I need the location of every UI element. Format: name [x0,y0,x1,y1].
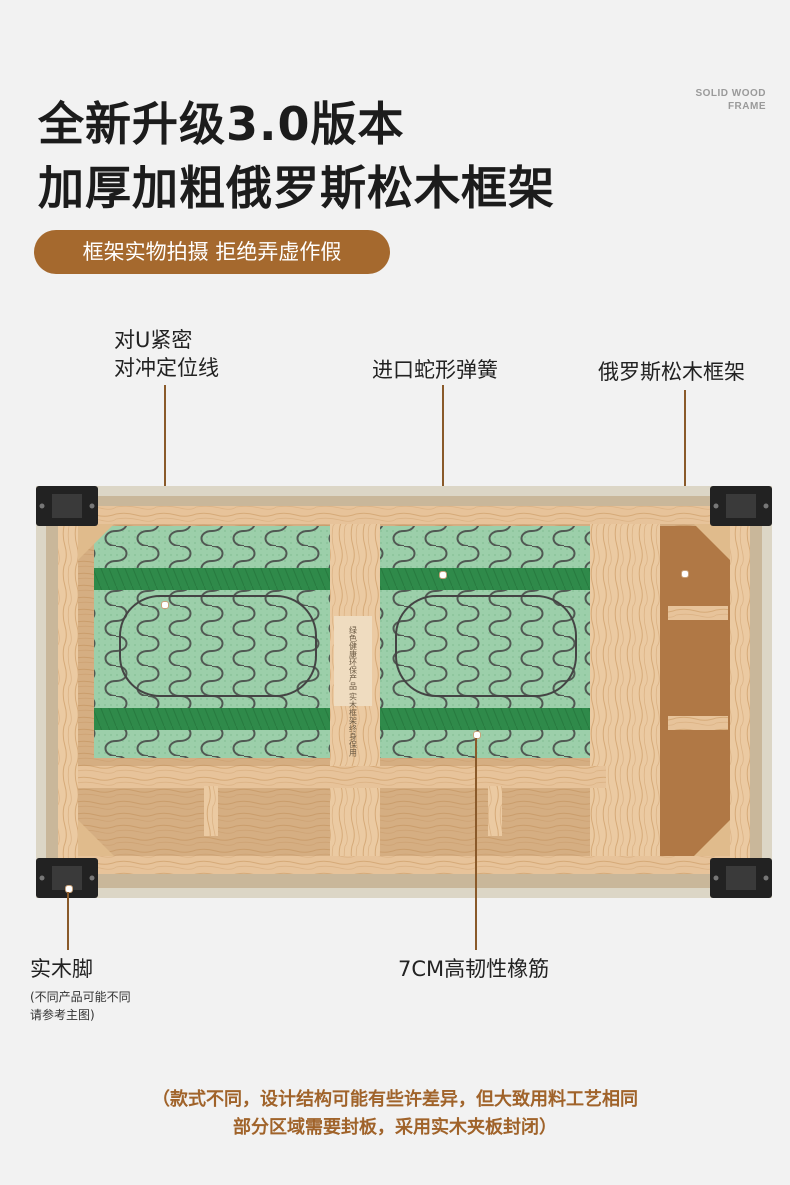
corner-foot-top-right [710,486,772,526]
callout-u-binding: 对U紧密 对冲定位线 [114,326,219,382]
callout-spring: 进口蛇形弹簧 [372,358,498,382]
corner-foot-top-left [36,486,98,526]
callout-pine-frame: 俄罗斯松木框架 [598,360,745,384]
callout-rubber-band: 7CM高韧性橡筋 [398,957,550,981]
leader-line-pine-frame [684,390,686,572]
leader-line-rubber-band [475,738,477,950]
leader-line-spring [442,385,444,573]
callout-dot-pine-frame [681,570,689,578]
callout-dot-wood-feet [65,885,73,893]
callout-dot-u-binding [161,601,169,609]
headline-line-1: 全新升级3.0版本 [38,97,405,151]
footnote-line-2: 部分区域需要封板，采用实木夹板封闭） [233,1117,557,1138]
english-tag: SOLID WOOD FRAME [695,87,766,113]
callout-u-binding-line-1: 对U紧密 [114,328,193,352]
callout-wood-feet-note: (不同产品可能不同 请参考主图) [30,988,131,1024]
corner-foot-bottom-right [710,858,772,898]
footnote-line-1: （款式不同，设计结构可能有些许差异，但大致用料工艺相同 [152,1089,638,1110]
english-tag-line-2: FRAME [727,101,766,112]
bed-frame-photo: 绿色健康环保产品 实木框架终身保用 [36,486,772,898]
headline-line-2: 加厚加粗俄罗斯松木框架 [38,161,555,215]
callout-dot-rubber-band [473,731,481,739]
english-tag-line-1: SOLID WOOD [695,88,766,99]
callout-wood-feet-note-line-2: 请参考主图) [30,1008,95,1022]
callout-dot-spring [439,571,447,579]
leader-line-wood-feet [67,892,69,950]
real-photo-badge: 框架实物拍摄 拒绝弄虚作假 [34,230,390,274]
callout-u-binding-line-2: 对冲定位线 [114,356,219,380]
frame-stamp: 绿色健康环保产品 实木框架终身保用 [349,626,358,758]
callout-wood-feet-note-line-1: (不同产品可能不同 [30,990,131,1004]
callout-wood-feet: 实木脚 [30,957,93,981]
